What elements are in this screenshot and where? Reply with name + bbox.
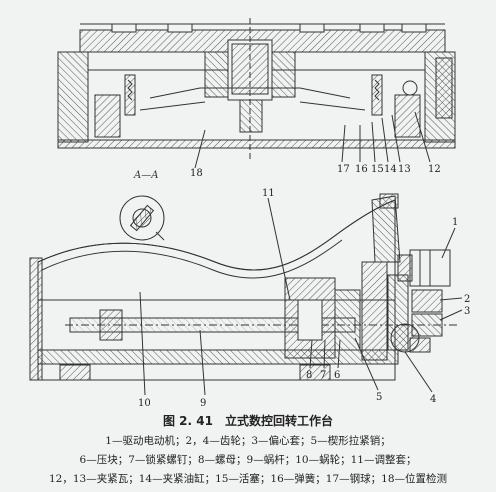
callout-5: 5 [376,392,382,403]
callout-4: 4 [430,394,436,405]
callout-6: 6 [334,370,340,381]
cross-section-view [29,193,463,396]
callout-1: 1 [452,217,458,228]
section-label: A—A [133,170,158,181]
legend-line-1: 1—驱动电动机；2，4—齿轮；3—偏心套；5—楔形拉紧销； [105,435,391,447]
callout-15: 15 [371,164,384,175]
upper-callouts: 18 17 16 15 14 13 12 [190,164,441,179]
callout-12: 12 [428,164,441,175]
section-view-a-a [57,18,456,169]
callout-2: 2 [464,294,470,305]
callout-17: 17 [337,164,350,175]
callout-16: 16 [355,164,368,175]
callout-11: 11 [262,188,275,199]
figure-caption: 图 2. 41 立式数控回转工作台 [0,412,496,429]
callout-13: 13 [398,164,411,175]
lower-callouts: 11 1 2 3 10 9 8 7 6 5 4 [138,188,470,409]
callout-7: 7 [320,370,326,381]
figure-title: 立式数控回转工作台 [224,414,333,428]
legend-line-3: 12，13—夹紧瓦；14—夹紧油缸；15—活塞；16—弹簧；17—钢球；18—位… [48,473,448,485]
callout-10: 10 [138,398,151,409]
technical-drawing: A—A 18 17 16 15 14 13 12 [29,18,470,409]
legend-line-2: 6—压块；7—锁紧螺钉；8—螺母；9—蜗杆；10—蜗轮；11—调整套； [79,454,417,466]
callout-8: 8 [306,370,312,381]
callout-9: 9 [200,398,206,409]
callout-14: 14 [384,164,397,175]
figure-number: 图 2. 41 [163,414,213,428]
callout-18: 18 [190,168,203,179]
callout-3: 3 [464,306,470,317]
